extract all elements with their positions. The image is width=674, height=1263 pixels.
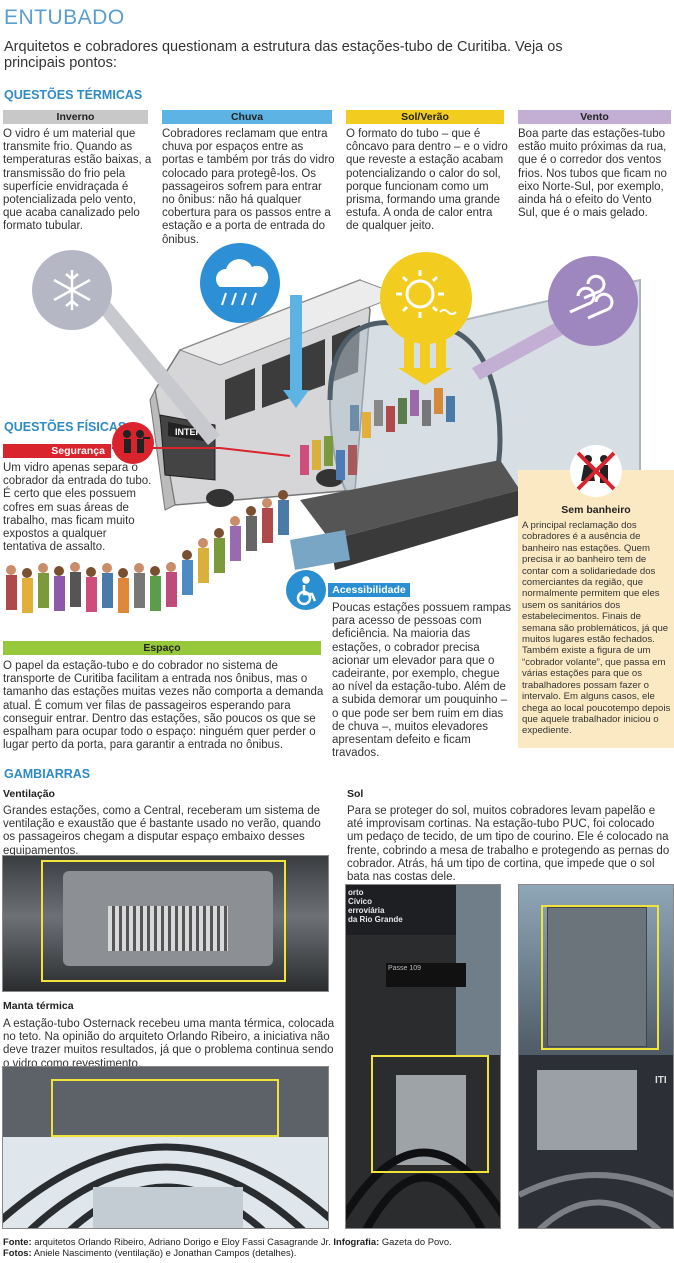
wind-icon (548, 256, 638, 346)
arrow-vento (472, 320, 568, 380)
text-espaco: O papel da estação-tubo e do cobrador no… (3, 660, 324, 752)
section-heading-gambiarras: GAMBIARRAS (4, 767, 91, 781)
infografia-label: Infografia: (333, 1236, 380, 1247)
credits: Fonte: arquitetos Orlando Ribeiro, Adria… (3, 1236, 671, 1258)
fotos-text: Aniele Nascimento (ventilação) e Jonatha… (33, 1247, 297, 1258)
label-espaco: Espaço (3, 641, 321, 655)
label-inverno: Inverno (3, 110, 148, 124)
arrow-inverno (98, 302, 220, 445)
fare-counter: Passe 109 (386, 963, 466, 987)
curtain-back (547, 907, 647, 1047)
text-acessibilidade: Poucas estações possuem rampas para aces… (332, 602, 511, 760)
snowflake-icon (32, 250, 112, 330)
text-sem-banheiro: A principal reclamação dos cobradores é … (522, 520, 671, 737)
fabric-curtain-back (537, 1070, 637, 1150)
no-restroom-icon (570, 445, 622, 497)
section-heading-fisicas: QUESTÕES FÍSICAS (4, 420, 127, 434)
highlight-sol-tras (541, 905, 659, 1050)
queue-of-passengers (6, 490, 289, 613)
sign-line-3: errovíária (348, 906, 385, 915)
label-seguranca: Segurança (3, 444, 111, 458)
bus-sign: INTER 2 (175, 427, 210, 437)
sign-line-2: Cívico (348, 897, 373, 906)
label-sem-banheiro: Sem banheiro (561, 504, 631, 516)
sun-icon (380, 252, 472, 344)
sign-line-4: da Rio Grande (348, 915, 403, 924)
fonte-text: arquitetos Orlando Ribeiro, Adriano Dori… (34, 1236, 331, 1247)
passengers-in-station (300, 388, 455, 480)
ventilation-grille (108, 906, 228, 951)
sign-line-1: orto (348, 888, 364, 897)
text-inverno: O vidro é um material que transmite frio… (3, 128, 152, 233)
photo-manta-termica (2, 1066, 329, 1229)
photo-ventilacao (2, 855, 329, 992)
text-vento: Boa parte das estações-tubo estão muito … (518, 128, 667, 220)
fonte-label: Fonte: (3, 1236, 32, 1247)
label-acessibilidade: Acessibilidade (328, 583, 410, 597)
photo-sol-tras: ITI (518, 884, 674, 1229)
highlight-sol-frente (371, 1055, 489, 1173)
infografia-text: Gazeta do Povo. (381, 1236, 452, 1247)
text-manta-termica: A estação-tubo Osternack recebeu uma man… (3, 1018, 335, 1070)
robbery-icon (112, 422, 154, 464)
section-heading-termicas: QUESTÕES TÉRMICAS (4, 88, 143, 102)
page-title: ENTUBADO (4, 6, 125, 29)
fotos-label: Fotos: (3, 1247, 32, 1258)
label-chuva: Chuva (162, 110, 332, 124)
sem-banheiro-box: Sem banheiro A principal reclamação dos … (518, 445, 674, 748)
label-vento: Vento (518, 110, 671, 124)
text-sol-verao: O formato do tubo – que é côncavo para d… (346, 128, 508, 233)
text-seguranca: Um vidro apenas separa o cobrador da ent… (3, 462, 152, 554)
text-sol-gambiarra: Para se proteger do sol, muitos cobrador… (347, 805, 670, 884)
highlight-ventilacao (41, 860, 286, 982)
elevator-platform (290, 530, 350, 570)
highlight-manta (51, 1079, 279, 1137)
page-subtitle: Arquitetos e cobradores questionam a est… (4, 39, 563, 71)
text-ventilacao: Grandes estações, como a Central, recebe… (3, 805, 321, 857)
label-ventilacao: Ventilação (3, 788, 55, 800)
label-manta-termica: Manta térmica (3, 1000, 74, 1012)
rain-cloud-icon (200, 243, 280, 323)
photo-right-text: ITI (655, 1075, 667, 1086)
photo-sol-frente: orto Cívico errovíária da Rio Grande Pas… (345, 884, 501, 1229)
label-sol-gambiarra: Sol (347, 788, 364, 800)
arrow-sol (404, 325, 414, 370)
label-sol-verao: Sol/Verão (346, 110, 504, 124)
text-chuva: Cobradores reclamam que entra chuva por … (162, 128, 335, 246)
arrow-chuva (290, 295, 302, 395)
wheelchair-icon (286, 570, 326, 610)
